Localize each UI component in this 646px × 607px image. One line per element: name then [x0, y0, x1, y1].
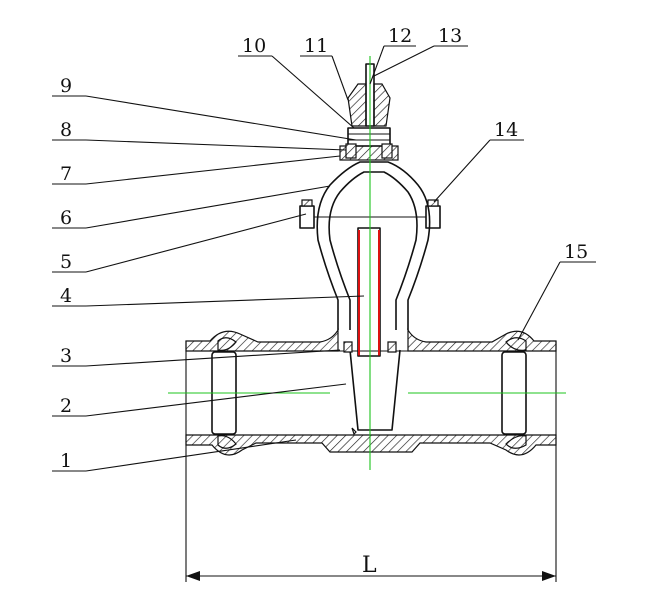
- callout-leader: [85, 139, 347, 151]
- part-number-label: 15: [564, 241, 588, 263]
- callout-2: 2: [52, 383, 347, 417]
- callout-11: 11: [300, 35, 349, 101]
- part-number-label: 9: [60, 75, 72, 97]
- callout-leader: [85, 213, 307, 273]
- callout-5: 5: [52, 213, 307, 273]
- part-number-label: 2: [60, 395, 72, 417]
- part-number-label: 12: [388, 25, 412, 47]
- callout-leader: [369, 45, 385, 85]
- part-number-label: 8: [60, 119, 72, 141]
- part-number-label: 7: [60, 163, 72, 185]
- callout-leader: [85, 349, 341, 367]
- callout-9: 9: [52, 75, 357, 141]
- callout-leader: [517, 261, 561, 341]
- part-number-label: 5: [60, 251, 72, 273]
- callout-1: 1: [52, 439, 297, 472]
- dimension-L: L: [185, 445, 557, 582]
- part-number-label: 6: [60, 207, 72, 229]
- gate-wedge: [343, 341, 401, 436]
- callout-10: 10: [238, 35, 355, 129]
- callout-leader: [433, 139, 491, 203]
- part-number-label: 3: [60, 345, 72, 367]
- callout-4: 4: [52, 285, 365, 307]
- callout-leader: [85, 295, 365, 307]
- centerlines: [168, 56, 566, 470]
- callout-leader: [85, 95, 357, 141]
- part-number-label: 13: [438, 25, 462, 47]
- callout-15: 15: [517, 241, 596, 341]
- callout-12: 12: [369, 25, 416, 85]
- callout-leader: [85, 383, 347, 417]
- callout-leader: [85, 155, 341, 185]
- part-number-label: 11: [304, 35, 328, 57]
- callout-7: 7: [52, 155, 341, 185]
- callout-leader: [85, 185, 331, 229]
- part-number-label: 4: [60, 285, 72, 307]
- part-number-label: 10: [242, 35, 266, 57]
- callout-3: 3: [52, 345, 341, 367]
- callout-leader: [271, 55, 355, 129]
- part-number-label: 14: [494, 119, 518, 141]
- callout-6: 6: [52, 185, 331, 229]
- valve-stem: [357, 227, 381, 357]
- callout-leader: [373, 45, 435, 77]
- callout-8: 8: [52, 119, 347, 151]
- part-number-label: 1: [60, 450, 72, 472]
- dimension-label: L: [362, 553, 377, 578]
- callout-leader: [331, 55, 349, 101]
- callout-13: 13: [373, 25, 468, 77]
- callout-14: 14: [433, 119, 524, 203]
- callout-leader: [85, 439, 297, 472]
- valve-bonnet: [299, 161, 441, 330]
- valve-top: [339, 63, 399, 161]
